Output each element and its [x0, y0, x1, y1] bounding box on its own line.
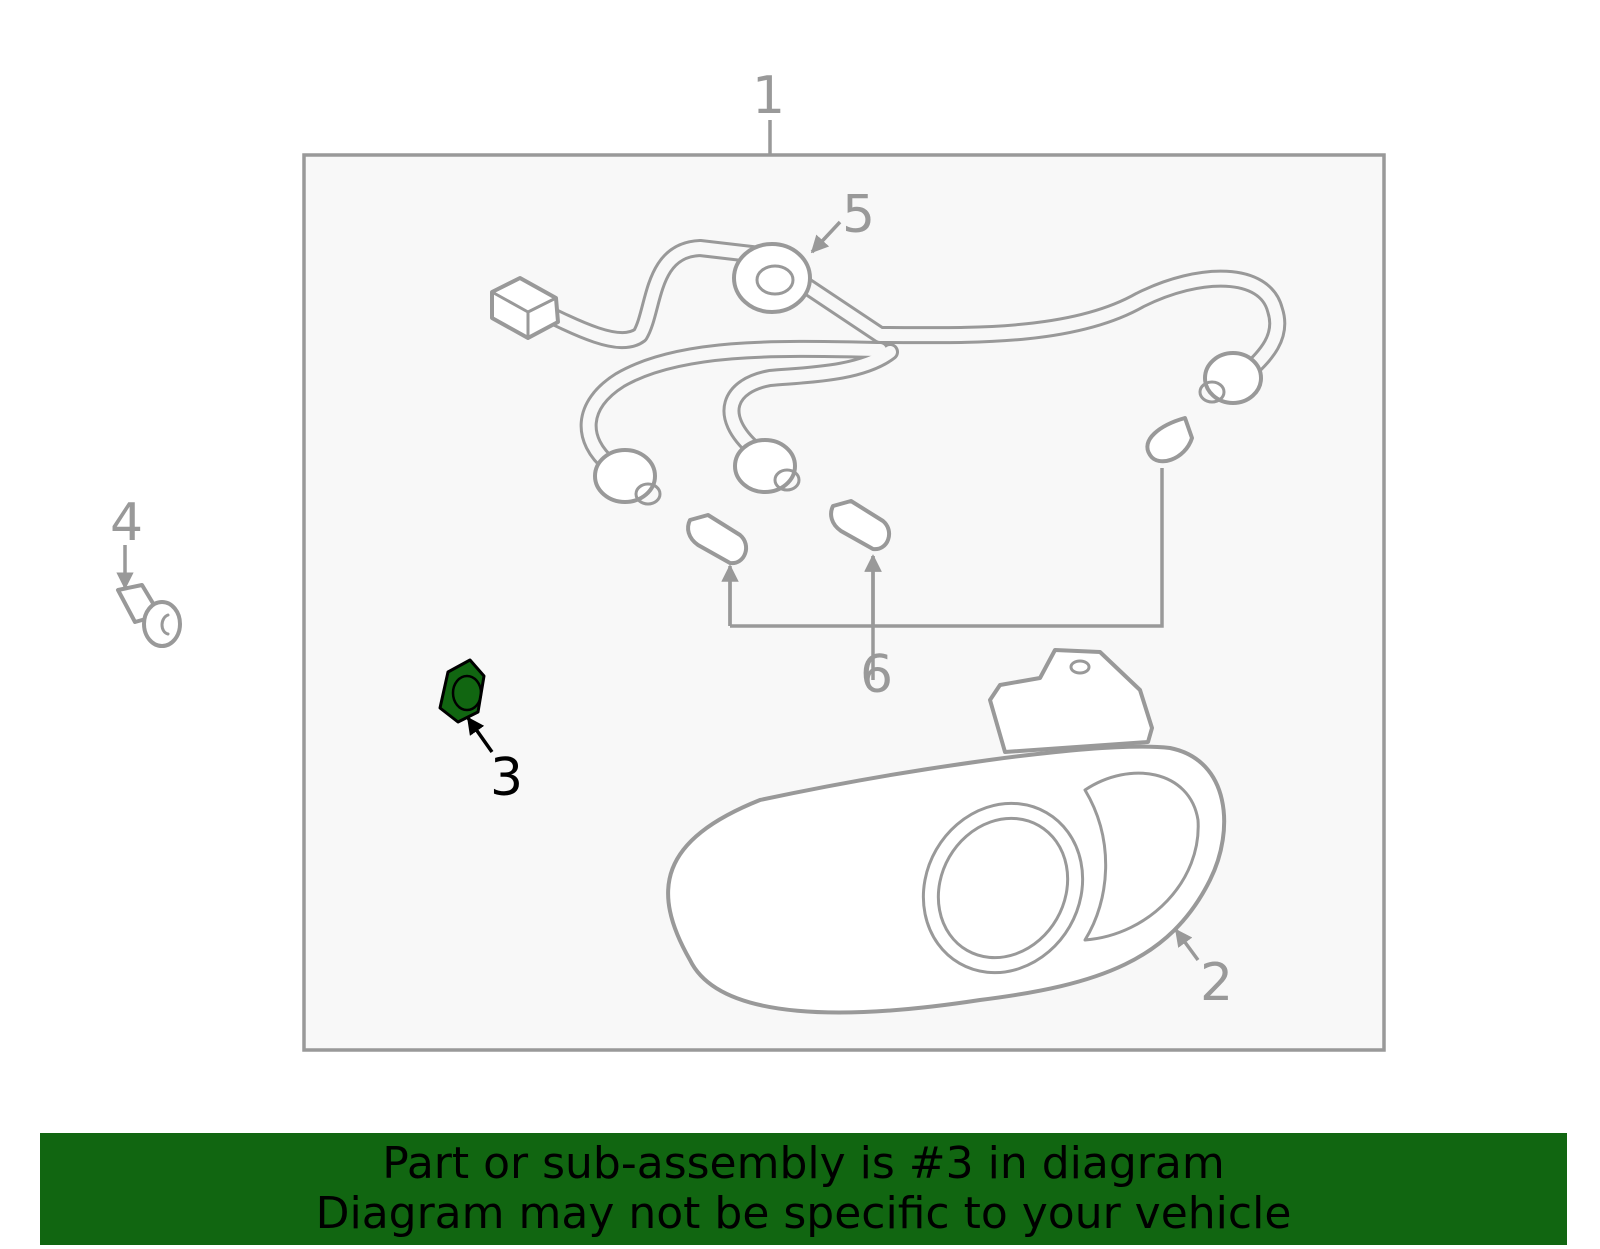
wiring-harness[interactable] [490, 239, 1287, 506]
nut-part-3[interactable] [438, 658, 486, 724]
banner-line-part: Part or sub-assembly is #3 in diagram [382, 1138, 1225, 1189]
screw-part-4[interactable] [116, 583, 182, 648]
callout-1[interactable]: 1 [752, 66, 785, 126]
callout-5-leader [810, 220, 842, 254]
lamp-housing[interactable] [666, 648, 1227, 1015]
callout-2-leader [1174, 928, 1200, 962]
info-banner: Part or sub-assembly is #3 in diagram Di… [40, 1133, 1567, 1245]
callout-6[interactable]: 6 [860, 645, 893, 705]
callout-4[interactable]: 4 [110, 493, 143, 553]
callout-3[interactable]: 3 [490, 748, 523, 808]
callout-2[interactable]: 2 [1200, 953, 1233, 1013]
callout-3-leader [466, 716, 494, 754]
banner-line-disclaimer: Diagram may not be specific to your vehi… [315, 1188, 1292, 1239]
callout-5[interactable]: 5 [842, 185, 875, 245]
